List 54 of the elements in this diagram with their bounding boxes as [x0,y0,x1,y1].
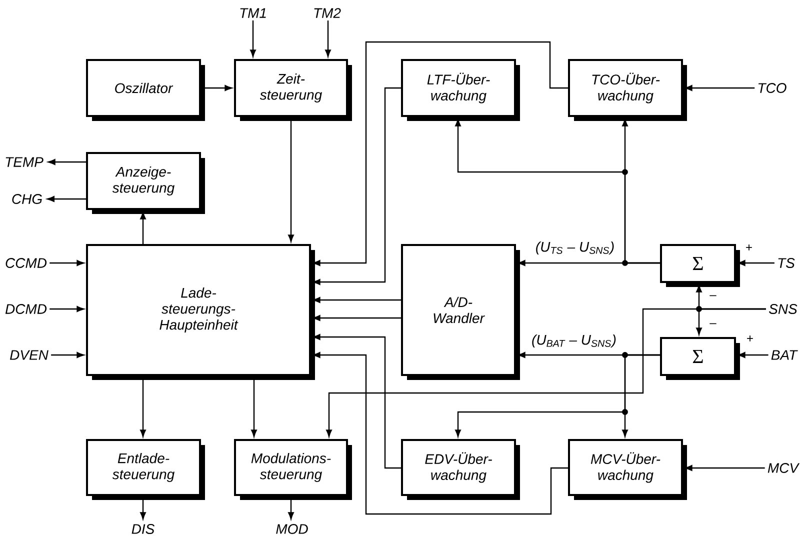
arrow [313,315,401,321]
arrow [50,260,84,266]
block-box: A/D- Wandler [401,244,520,380]
arrow [313,41,568,266]
arrow [50,306,84,312]
block-box: Oszillator [86,59,205,121]
block-box: Lade- steuerungs- Haupteinheit [86,244,315,380]
signal-name: DIS [132,524,155,534]
signal-name: TS [778,258,795,268]
block-box: Entlade- steuerung [86,439,205,500]
block-box: LTF-Über- wachung [401,59,520,121]
signal-name: TM2 [314,8,341,18]
arrow [313,297,401,303]
signal-name: MOD [276,524,308,534]
edge-label: (U$_{BAT}$ – U$_{SNS}$) [530,333,618,349]
signal-name: TM1 [240,8,266,18]
block-box: Σ [660,244,740,287]
signal-name: CHG [12,194,42,204]
arrow [250,20,256,57]
sign-label: – [710,323,716,324]
arrow [685,465,765,471]
arrow [48,159,86,165]
signal-name: BAT [771,350,798,360]
signal-name: MCV [768,463,800,473]
arrow [685,85,755,91]
arrow [47,196,86,202]
block-box: MCV-Über- wachung [568,439,687,500]
arrow [455,119,660,264]
arrow [455,354,660,437]
edge-label: (U$_{TS}$ – U$_{SNS}$) [534,240,616,256]
sign-label: – [710,295,716,296]
block-box: Zeit- steuerung [234,59,352,121]
sign-label: + [746,244,752,250]
block-box: Anzeige- steuerung [86,152,205,214]
arrow [738,260,774,266]
block-box: Σ [660,337,740,380]
block-box: EDV-Über- wachung [401,439,520,500]
arrow [140,212,146,244]
signal-name: DVEN [10,350,48,360]
signal-name: DCMD [5,304,47,314]
signal-name: TEMP [6,157,44,167]
block-box: Modulations- steuerung [234,439,352,500]
arrow [313,87,401,285]
sign-label: + [747,336,753,342]
signal-name: SNS [769,304,798,314]
arrow [313,352,568,515]
arrow [51,352,84,358]
signal-name: TCO [758,83,786,93]
arrow [738,352,768,358]
arrow [326,308,766,437]
signal-name: CCMD [6,258,47,268]
block-box: TCO-Über- wachung [568,59,687,121]
arrow [313,334,401,469]
arrow [325,20,331,57]
